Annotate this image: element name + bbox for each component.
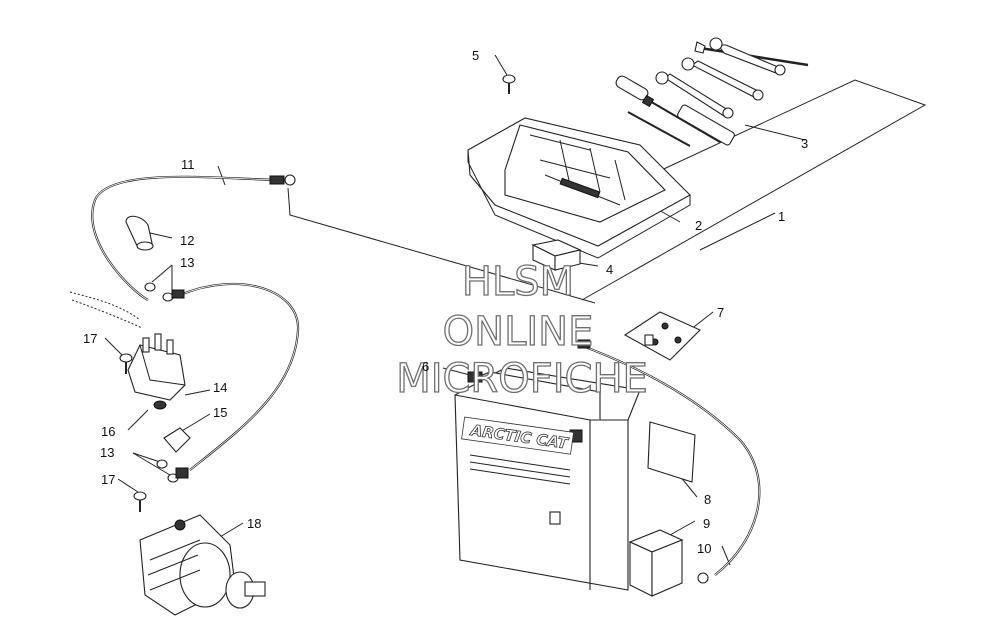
pad — [531, 239, 582, 271]
callout-2: 2 — [695, 218, 702, 233]
foam-block — [628, 529, 684, 597]
wire-harness — [69, 291, 143, 329]
callout-13-lower: 13 — [100, 445, 114, 460]
callout-15: 15 — [213, 405, 227, 420]
screw-lower — [133, 491, 147, 512]
callout-14: 14 — [213, 380, 227, 395]
callout-1: 1 — [778, 209, 785, 224]
watermark-line-1: HLSM — [462, 259, 574, 305]
callout-6: 6 — [422, 359, 429, 374]
callout-18: 18 — [247, 516, 261, 531]
negative-cable — [577, 339, 761, 584]
battery-label — [647, 421, 696, 483]
watermark-line-3: MICROFICHE — [396, 356, 648, 402]
starter-solenoid — [127, 333, 186, 410]
watermark: HLSM ONLINE MICROFICHE — [396, 258, 649, 402]
screw-upper — [119, 353, 133, 374]
callout-16: 16 — [101, 424, 115, 439]
callout-4: 4 — [606, 262, 613, 277]
callout-3: 3 — [801, 136, 808, 151]
leader-lines — [104, 54, 927, 566]
battery: ARCTIC CAT — [454, 367, 641, 591]
battery-bracket — [623, 311, 701, 361]
callout-9: 9 — [703, 516, 710, 531]
callout-7: 7 — [717, 305, 724, 320]
starter-cable — [171, 282, 300, 479]
tool-kit — [615, 37, 809, 147]
wrench-4 — [655, 71, 734, 119]
wrench-3 — [681, 57, 764, 101]
starter-boot — [163, 427, 191, 453]
callout-17-lower: 17 — [101, 472, 115, 487]
screw — [502, 74, 516, 94]
starter-motor — [139, 514, 266, 616]
callout-5: 5 — [472, 48, 479, 63]
callout-10: 10 — [697, 541, 711, 556]
callout-13-upper: 13 — [180, 255, 194, 270]
callout-11: 11 — [181, 157, 195, 172]
callout-17-upper: 17 — [83, 331, 97, 346]
nut-lower — [156, 459, 179, 483]
wrench-2 — [709, 37, 786, 76]
callout-labels: 1 2 3 4 5 6 7 8 9 10 11 12 13 13 14 15 1… — [83, 48, 808, 556]
callout-8: 8 — [704, 492, 711, 507]
spark-plug-socket — [627, 104, 735, 147]
terminal-boot — [125, 215, 154, 251]
tool-tray — [467, 117, 691, 259]
positive-cable — [91, 174, 296, 301]
watermark-line-2: ONLINE — [443, 309, 594, 355]
nut-upper — [144, 282, 174, 302]
callout-12: 12 — [180, 233, 194, 248]
